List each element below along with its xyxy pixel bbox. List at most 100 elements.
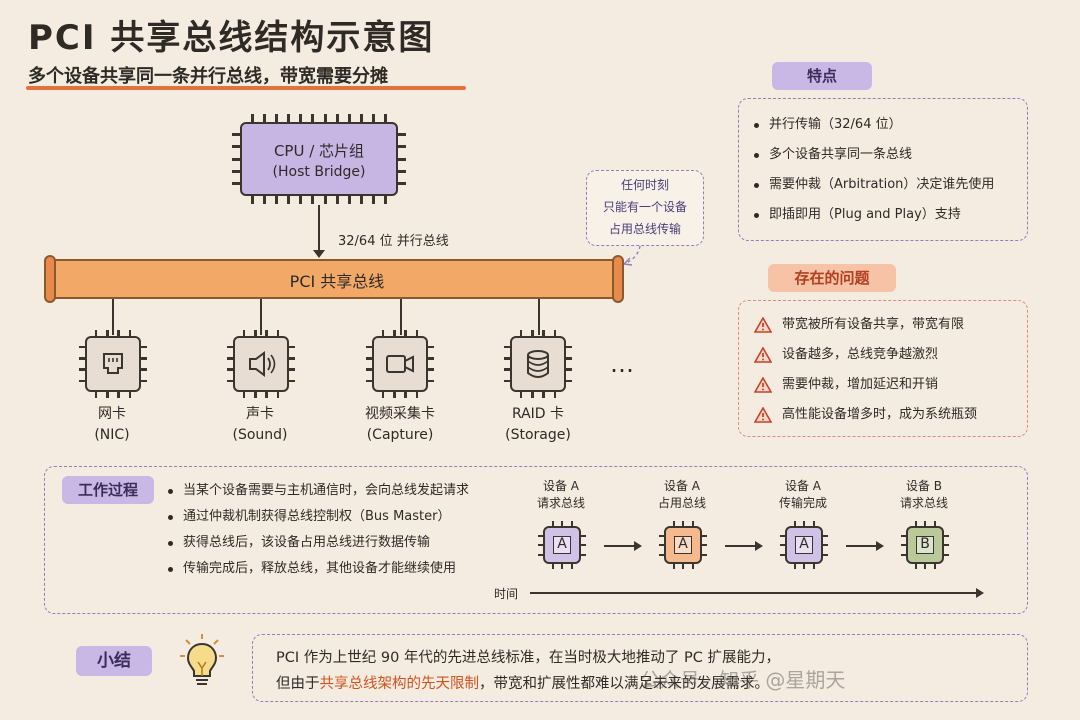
chip-pin — [335, 114, 339, 122]
chip-pin — [823, 534, 828, 537]
chip-pin — [274, 196, 278, 204]
chip-pin — [227, 368, 233, 371]
chip-pin — [287, 114, 291, 122]
chip-pin — [232, 145, 240, 149]
chip-pin — [94, 330, 98, 336]
chip-pin — [323, 196, 327, 204]
chip-pin — [311, 114, 315, 122]
chip-pin — [366, 345, 372, 349]
chip-pin — [384, 114, 388, 122]
chip-pin — [311, 196, 315, 204]
chip-pin — [227, 357, 233, 360]
chip-pin — [793, 564, 796, 569]
process-item: 当某个设备需要与主机通信时，会向总线发起请求 — [168, 478, 469, 504]
device-link — [400, 299, 402, 335]
chip-pin — [566, 357, 572, 360]
chip-pin — [682, 521, 684, 526]
chip-pin — [276, 330, 280, 336]
chip-pin — [265, 330, 268, 336]
chip-pin — [274, 114, 278, 122]
chip-pin — [347, 114, 351, 122]
chip-pin — [366, 357, 372, 360]
cpu-label: CPU / 芯片组 — [273, 142, 365, 160]
warning-icon — [754, 347, 772, 363]
video-camera-icon — [386, 355, 414, 373]
device-sub: (Sound) — [232, 427, 288, 443]
chip-pin — [79, 368, 85, 371]
chip-pin — [393, 392, 396, 398]
chip-pin — [428, 379, 434, 383]
chip-pin — [360, 114, 364, 122]
chip-pin — [566, 345, 572, 349]
nic-chip — [85, 336, 141, 392]
raid-chip — [510, 336, 566, 392]
chip-pin — [141, 357, 147, 360]
warning-icon — [754, 377, 772, 393]
chip-pin — [415, 330, 419, 336]
chip-pin — [542, 392, 545, 398]
problems-box — [738, 300, 1028, 437]
chip-pin — [780, 534, 785, 537]
process-box — [44, 466, 1028, 614]
device-link — [112, 299, 114, 335]
device-name: 视频采集卡 — [365, 406, 435, 422]
chip-pin — [901, 544, 906, 546]
chip-pin — [901, 553, 906, 556]
bus-end-left — [44, 255, 56, 303]
chip-pin — [702, 544, 707, 546]
chip-pin — [79, 357, 85, 360]
problems-tag: 存在的问题 — [768, 264, 896, 292]
network-port-icon — [103, 353, 123, 374]
device-label-raid: RAID 卡 (Storage) — [483, 404, 593, 446]
watermark: 公众号 · 知乎 @星期天 — [640, 668, 846, 692]
chip-pin — [780, 544, 785, 546]
chip-pin — [299, 196, 303, 204]
chip-pin — [812, 521, 815, 526]
step-chip-core — [916, 536, 934, 554]
process-item: 获得总线后，该设备占用总线进行数据传输 — [168, 530, 469, 556]
chip-pin — [504, 368, 510, 371]
chip-pin — [381, 330, 385, 336]
chip-pin — [287, 196, 291, 204]
chip-pin — [289, 345, 295, 349]
chip-pin — [398, 157, 406, 161]
step-letter: A — [678, 536, 688, 552]
chip-pin — [504, 345, 510, 349]
chip-pin — [944, 534, 949, 537]
chip-pin — [335, 196, 339, 204]
chip-pin — [141, 368, 147, 371]
chip-pin — [924, 564, 926, 569]
summary-tag: 小结 — [76, 646, 152, 676]
chip-pin — [944, 544, 949, 546]
chip-pin — [793, 521, 796, 526]
feature-item: 即插即用（Plug and Play）支持 — [754, 200, 994, 230]
summary-line-1: PCI 作为上世纪 90 年代的先进总线标准，在当时极大地推动了 PC 扩展能力… — [276, 650, 781, 666]
pci-bus — [50, 259, 624, 299]
feature-item: 需要仲裁（Arbitration）决定谁先使用 — [754, 170, 994, 200]
chip-pin — [232, 157, 240, 161]
chip-pin — [79, 345, 85, 349]
chip-pin — [553, 392, 557, 398]
device-link — [538, 299, 540, 335]
chip-pin — [232, 169, 240, 173]
chip-pin — [117, 392, 120, 398]
pci-bus-label: PCI 共享总线 — [289, 272, 385, 291]
process-list: 当某个设备需要与主机通信时，会向总线发起请求 通过仲裁机制获得总线控制权（Bus… — [168, 478, 469, 582]
callout-pointer — [623, 245, 641, 266]
page-subtitle: 多个设备共享同一条并行总线，带宽需要分摊 — [28, 66, 388, 87]
step-arrow — [725, 541, 763, 551]
chip-pin — [227, 379, 233, 383]
chip-pin — [347, 196, 351, 204]
process-item: 传输完成后，释放总线，其他设备才能继续使用 — [168, 556, 469, 582]
chip-pin — [250, 196, 254, 204]
chip-pin — [117, 330, 120, 336]
device-sub: (Storage) — [505, 427, 571, 443]
chip-pin — [276, 392, 280, 398]
step-arrow — [604, 541, 642, 551]
chip-pin — [924, 521, 926, 526]
chip-pin — [254, 330, 257, 336]
chip-pin — [538, 534, 543, 537]
chip-pin — [823, 544, 828, 546]
step-chip-core — [795, 536, 813, 554]
